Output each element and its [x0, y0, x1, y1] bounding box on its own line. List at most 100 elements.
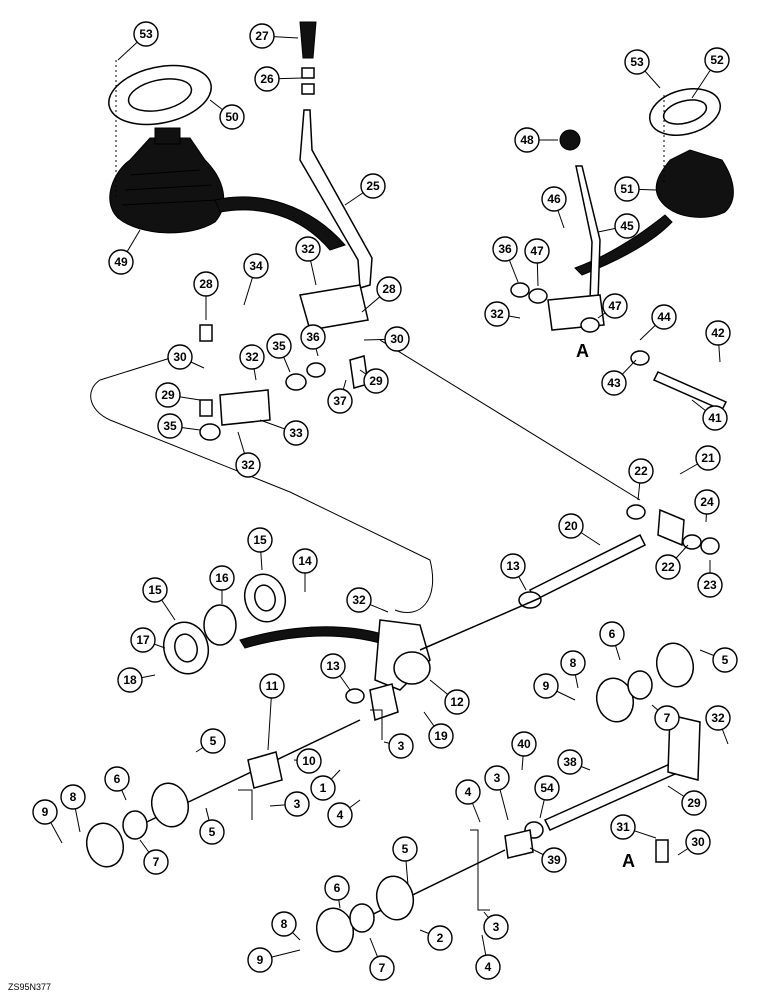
callout-circle: [143, 849, 169, 875]
callout-number: 7: [664, 711, 671, 725]
callout-circle: [427, 925, 453, 951]
callout-number: 30: [173, 350, 187, 364]
callout-22: 22: [628, 458, 654, 484]
pivot-pin-41: [652, 371, 728, 411]
callout-number: 6: [114, 772, 121, 786]
callout-7: 7: [654, 705, 680, 731]
callout-24: 24: [694, 489, 720, 515]
callout-53: 53: [624, 49, 650, 75]
callout-circle: [599, 621, 625, 647]
callout-number: 8: [570, 656, 577, 670]
callout-4: 4: [455, 779, 481, 805]
callout-number: 15: [253, 533, 267, 547]
drawing-code: ZS95N377: [8, 982, 51, 992]
callout-27: 27: [249, 23, 275, 49]
callout-39: 39: [541, 847, 567, 873]
section-marker-a-lower: A: [622, 851, 635, 871]
boot-plate-left: [108, 64, 212, 126]
callout-5: 5: [712, 647, 738, 673]
callout-circle: [558, 513, 584, 539]
callout-32: 32: [484, 301, 510, 327]
linkage-boundary: [90, 339, 641, 613]
callout-number: 52: [710, 53, 724, 67]
callout-1: 1: [310, 775, 336, 801]
callout-circle: [310, 775, 336, 801]
callout-circle: [695, 445, 721, 471]
callout-6: 6: [104, 766, 130, 792]
callout-number: 3: [294, 797, 301, 811]
callout-circle: [444, 689, 470, 715]
callout-number: 13: [506, 559, 520, 573]
callout-5: 5: [392, 836, 418, 862]
callout-30: 30: [384, 326, 410, 352]
callout-8: 8: [271, 911, 297, 937]
callout-45: 45: [614, 213, 640, 239]
callout-circle: [384, 326, 410, 352]
center-lever-assembly: [345, 597, 541, 722]
callout-8: 8: [60, 784, 86, 810]
callout-number: 13: [326, 659, 340, 673]
callout-circle: [320, 653, 346, 679]
callout-circle: [60, 784, 86, 810]
callout-number: 46: [547, 192, 561, 206]
callout-number: 12: [450, 695, 464, 709]
callout-16: 16: [209, 565, 235, 591]
boot-plate-right: [649, 88, 721, 136]
callout-number: 5: [722, 653, 729, 667]
callout-28: 28: [376, 276, 402, 302]
callout-number: 1: [320, 781, 327, 795]
callout-number: 35: [163, 419, 177, 433]
callout-number: 29: [687, 796, 701, 810]
callout-number: 53: [630, 55, 644, 69]
callout-circle: [614, 176, 640, 202]
cross-shaft-20: [518, 504, 720, 609]
callout-44: 44: [651, 304, 677, 330]
callout-52: 52: [704, 47, 730, 73]
rubber-boot-left: [109, 127, 346, 251]
callout-13: 13: [320, 653, 346, 679]
callout-number: 4: [485, 960, 492, 974]
callout-26: 26: [254, 66, 280, 92]
callout-number: 43: [607, 376, 621, 390]
callout-8: 8: [560, 650, 586, 676]
callout-circle: [133, 21, 159, 47]
control-lever-left: [299, 21, 373, 331]
callout-circle: [610, 814, 636, 840]
callout-circle: [219, 104, 245, 130]
callout-number: 41: [708, 411, 722, 425]
callout-circle: [455, 779, 481, 805]
lower-left-shaft: [85, 709, 383, 868]
callout-number: 7: [379, 961, 386, 975]
callout-number: 28: [382, 282, 396, 296]
callout-number: 4: [337, 808, 344, 822]
callout-circle: [702, 405, 728, 431]
callout-circle: [614, 213, 640, 239]
callout-number: 54: [540, 781, 554, 795]
callout-number: 17: [136, 633, 150, 647]
callout-number: 15: [148, 583, 162, 597]
callout-number: 5: [402, 842, 409, 856]
callout-number: 8: [281, 917, 288, 931]
callout-circle: [628, 458, 654, 484]
callout-number: 36: [306, 330, 320, 344]
callout-circle: [117, 667, 143, 693]
callout-40: 40: [511, 731, 537, 757]
lower-right-shaft: [470, 642, 701, 911]
callout-30: 30: [685, 829, 711, 855]
callout-number: 44: [657, 310, 671, 324]
right-boot-assembly: [510, 88, 734, 411]
callout-circle: [130, 627, 156, 653]
callout-number: 42: [711, 326, 725, 340]
callout-circle: [360, 173, 386, 199]
callout-circle: [533, 673, 559, 699]
callout-circle: [199, 819, 225, 845]
callout-number: 29: [369, 374, 383, 388]
callout-circle: [704, 47, 730, 73]
callout-3: 3: [483, 914, 509, 940]
callout-number: 20: [564, 519, 578, 533]
callout-number: 31: [616, 820, 630, 834]
callout-circle: [155, 382, 181, 408]
callout-circle: [534, 775, 560, 801]
callout-number: 49: [114, 255, 128, 269]
